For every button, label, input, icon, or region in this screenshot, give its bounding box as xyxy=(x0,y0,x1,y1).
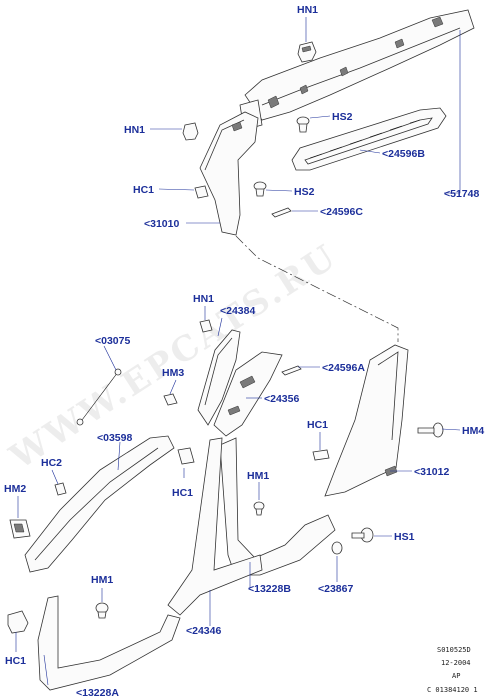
label-hs2-lower: HS2 xyxy=(294,186,315,198)
callout-labels: HN1 HN1 HS2 <24596B HC1 HS2 <51748 <2459… xyxy=(4,4,484,699)
label-hc1-right: HC1 xyxy=(307,419,328,431)
label-51748: <51748 xyxy=(444,188,479,200)
label-hm3: HM3 xyxy=(162,367,184,379)
clip-23867 xyxy=(331,541,343,555)
label-hm1-low: HM1 xyxy=(91,574,113,586)
clip-hc1-right xyxy=(312,449,330,461)
clip-hs2-upper xyxy=(296,116,310,133)
ref-line-2: 12-2004 xyxy=(441,659,471,667)
label-hn1-top: HN1 xyxy=(297,4,318,16)
clip-hc1-upper xyxy=(194,185,209,199)
label-24356: <24356 xyxy=(264,393,299,405)
b-pillar-upper-trim-24384 xyxy=(197,329,241,426)
label-hm2: HM2 xyxy=(4,483,26,495)
clip-hm2 xyxy=(9,519,31,539)
label-23867: <23867 xyxy=(318,583,353,595)
label-hn1-mid: HN1 xyxy=(193,293,214,305)
clip-hs2-lower xyxy=(253,181,267,197)
watermark: WWW.EPCATS.RU xyxy=(2,236,345,478)
clip-hc2 xyxy=(54,482,67,496)
clip-hn1-top xyxy=(297,41,317,63)
clip-hc1-mid xyxy=(177,447,195,465)
reference-block: S010525D 12-2004 AP C 01384120 1 xyxy=(427,646,478,694)
roof-rail-trim xyxy=(239,9,475,131)
label-hn1-left: HN1 xyxy=(124,124,145,136)
ref-line-4: C 01384120 1 xyxy=(427,686,478,694)
label-31010: <31010 xyxy=(144,218,179,230)
label-hs2-upper: HS2 xyxy=(332,111,353,123)
label-24596a: <24596A xyxy=(322,362,365,374)
label-31012: <31012 xyxy=(414,466,449,478)
clip-hm1-low xyxy=(95,602,109,619)
label-24346: <24346 xyxy=(186,625,221,637)
clip-hn1-left xyxy=(182,122,199,141)
label-24596b: <24596B xyxy=(382,148,425,160)
label-24384: <24384 xyxy=(220,305,255,317)
label-13228b: <13228B xyxy=(248,583,291,595)
ref-line-3: AP xyxy=(452,672,460,680)
leader-lines xyxy=(15,17,461,686)
clip-hn1-mid xyxy=(199,319,213,333)
front-sill-trim-24346 xyxy=(167,437,263,616)
clip-hs1 xyxy=(351,527,374,543)
cable-03075 xyxy=(76,368,122,426)
label-hs1: HS1 xyxy=(394,531,415,543)
label-hc2: HC2 xyxy=(41,457,62,469)
b-pillar-lower-trim-31012 xyxy=(324,344,409,497)
clip-hm1-mid xyxy=(253,501,265,516)
front-sill-trim-13228a xyxy=(37,595,181,691)
clip-hm3 xyxy=(163,393,178,406)
label-hm4: HM4 xyxy=(462,425,484,437)
clip-hc1-low xyxy=(7,610,29,634)
upper-a-pillar-trim-31010 xyxy=(199,111,259,236)
label-hc1-low: HC1 xyxy=(5,655,26,667)
grab-handle-24596b xyxy=(291,107,447,171)
label-03075: <03075 xyxy=(95,335,130,347)
label-03598: <03598 xyxy=(97,432,132,444)
label-24596c: <24596C xyxy=(320,206,363,218)
label-hm1-mid: HM1 xyxy=(247,470,269,482)
b-pillar-trim-24356 xyxy=(213,351,283,437)
label-13228a: <13228A xyxy=(76,687,119,699)
clip-24596a xyxy=(281,365,302,376)
a-pillar-lower-trim-03598 xyxy=(24,435,175,573)
clip-24596c xyxy=(271,207,292,218)
relation-line xyxy=(235,235,399,342)
ref-line-1: S010525D xyxy=(437,646,471,654)
label-hc1-upper: HC1 xyxy=(133,184,154,196)
clip-hm4 xyxy=(417,422,444,438)
label-hc1-mid: HC1 xyxy=(172,487,193,499)
